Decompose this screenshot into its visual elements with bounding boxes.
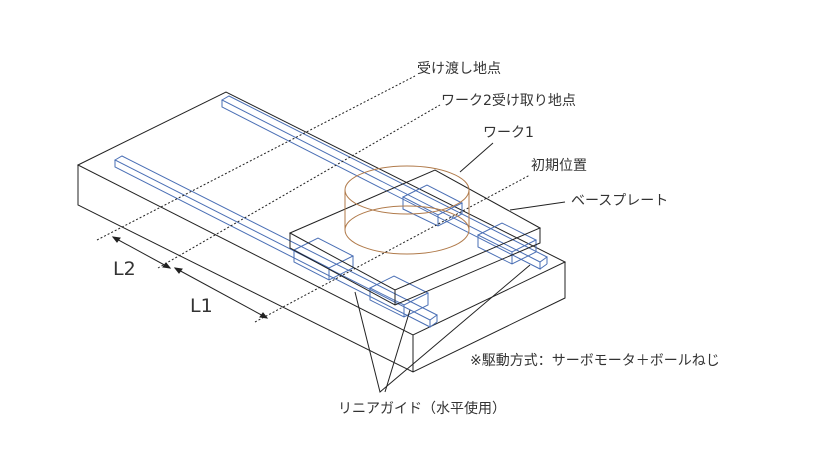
label-base-plate: ベースプレート bbox=[571, 193, 669, 209]
label-drive-note: ※駆動方式：サーボモータ＋ボールねじ bbox=[470, 353, 720, 369]
label-L1: L1 bbox=[190, 295, 213, 317]
label-initial-position: 初期位置 bbox=[531, 158, 587, 174]
work1-cylinder bbox=[344, 165, 470, 255]
carriage-plate bbox=[288, 169, 542, 306]
label-L2: L2 bbox=[113, 258, 136, 280]
base-plate bbox=[76, 91, 567, 373]
dimension-arrows bbox=[111, 236, 269, 319]
leader-lines bbox=[354, 142, 566, 393]
label-linear-guide: リニアガイド（水平使用） bbox=[338, 401, 506, 417]
label-handover-point: 受け渡し地点 bbox=[417, 61, 501, 77]
label-work2-receive-point: ワーク2受け取り地点 bbox=[441, 93, 576, 109]
linear-guide-rails bbox=[113, 95, 548, 328]
label-work1: ワーク1 bbox=[483, 125, 534, 141]
